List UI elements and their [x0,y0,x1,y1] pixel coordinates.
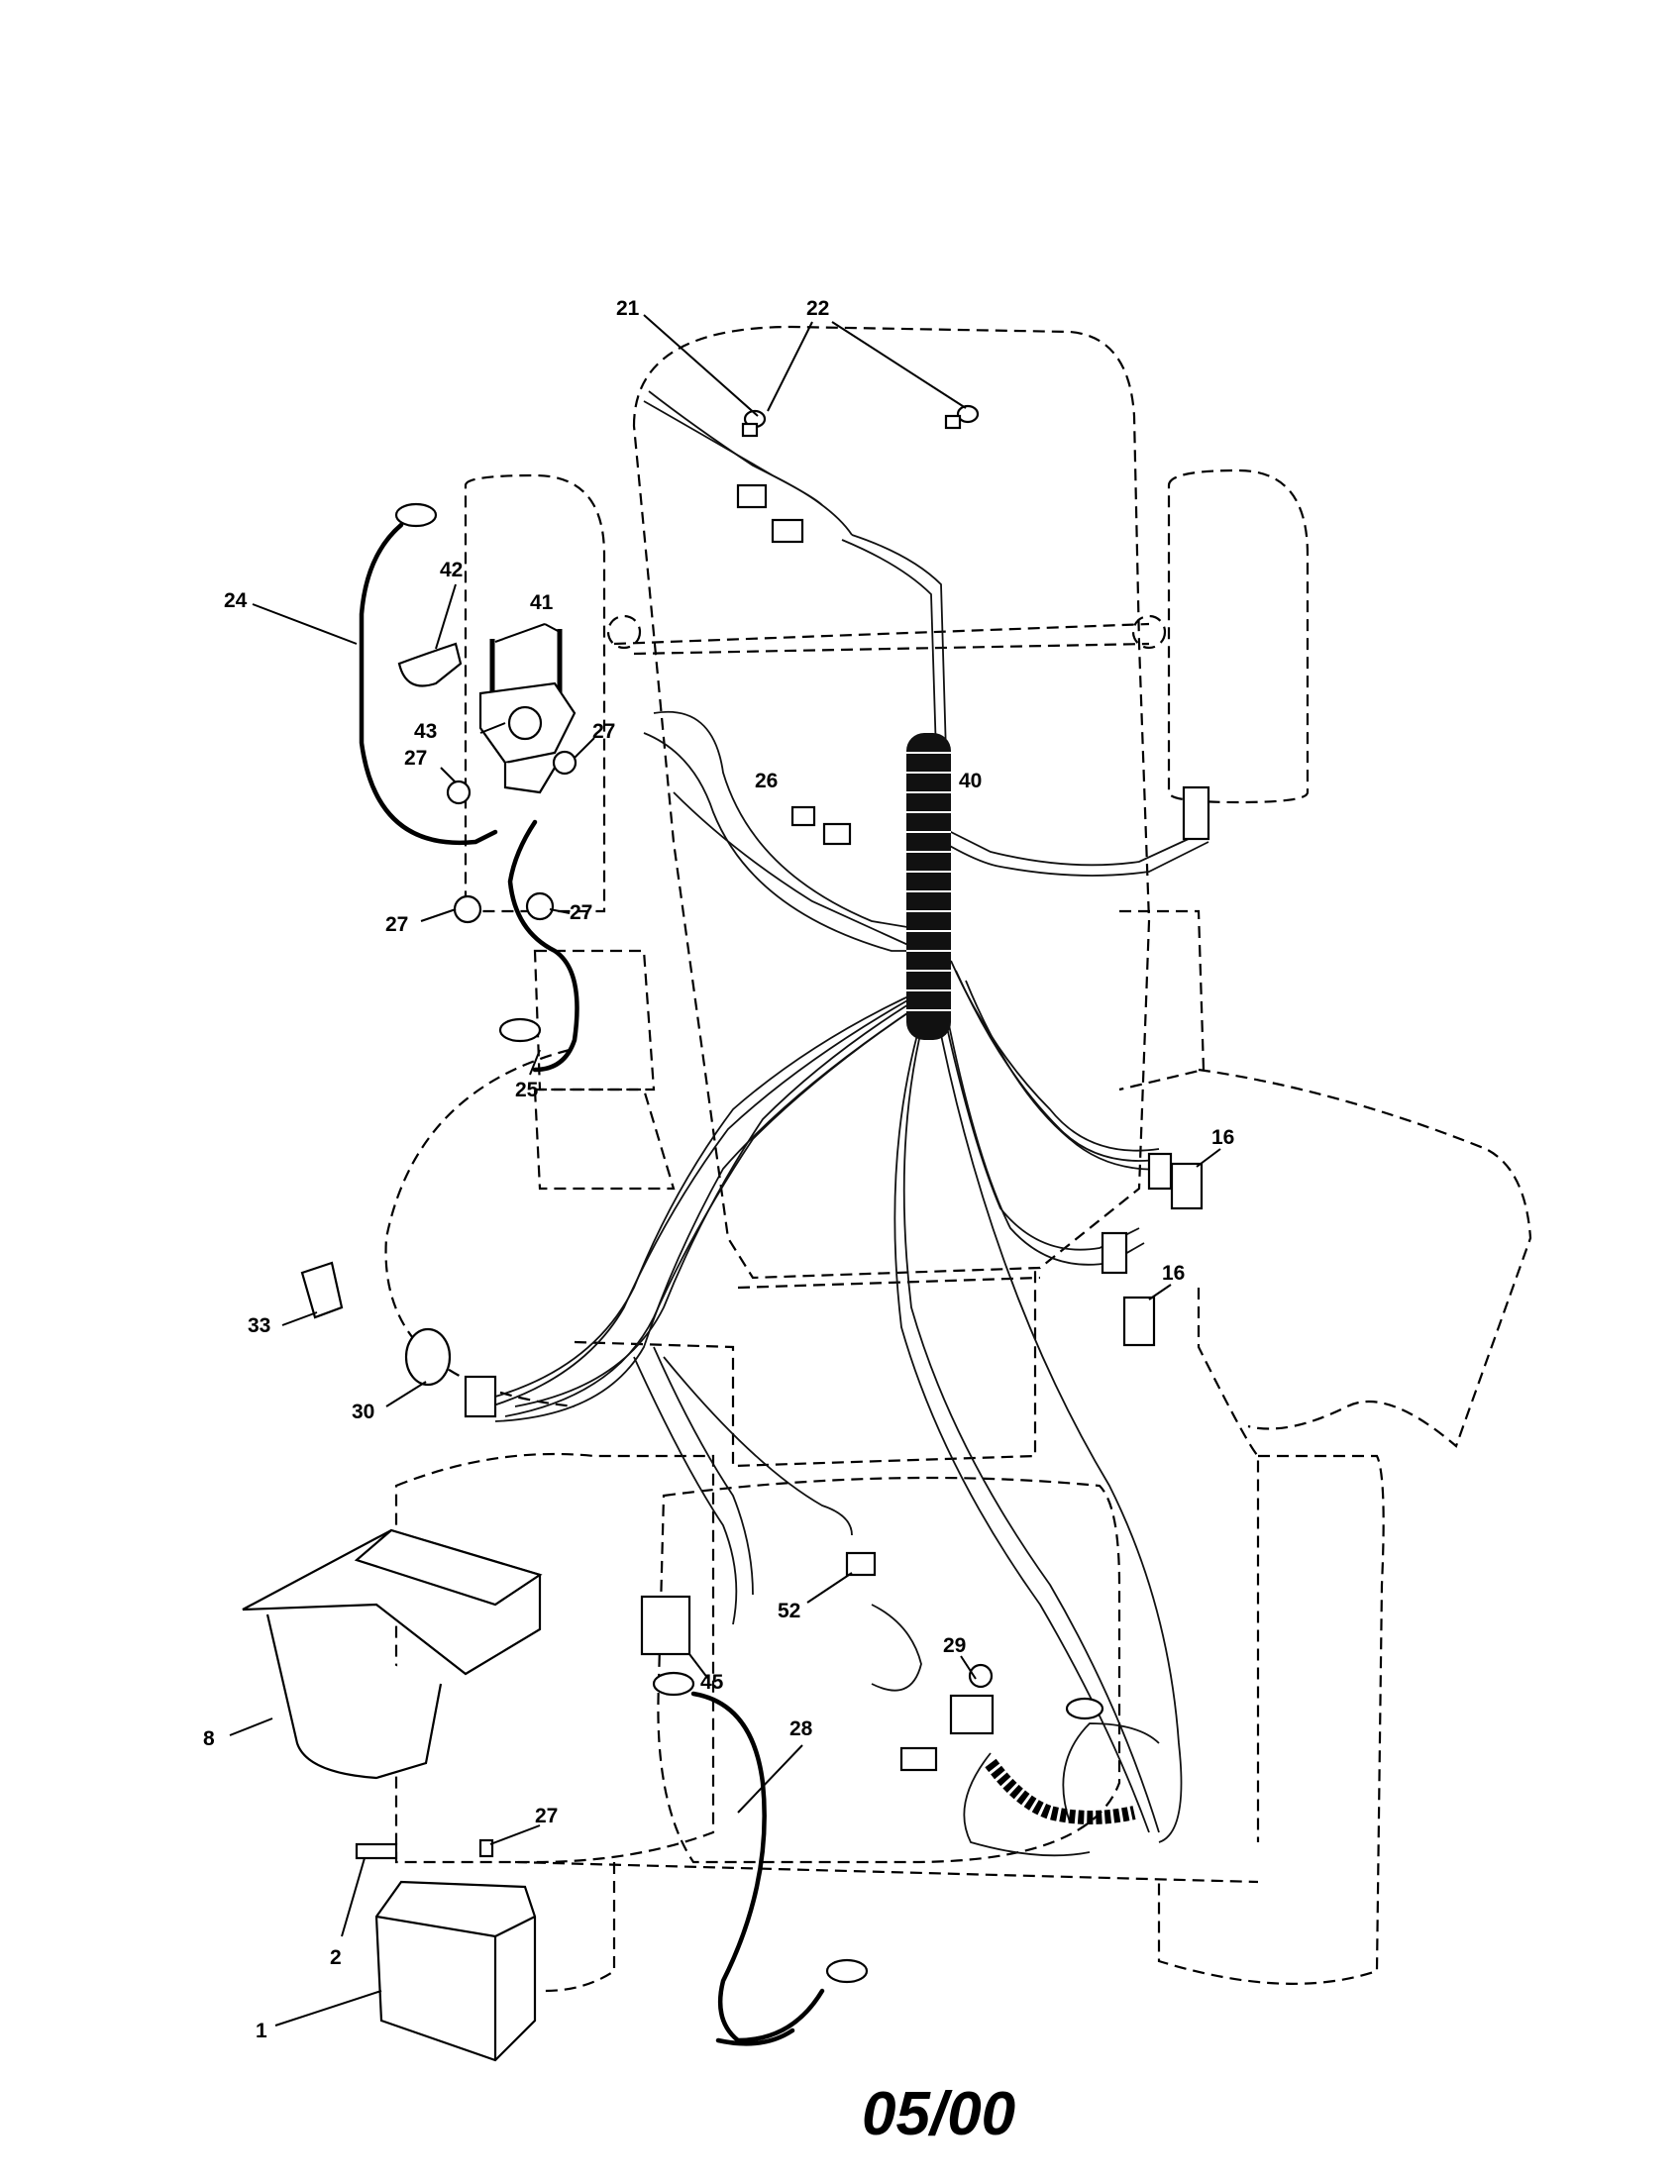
callout-42: 42 [440,559,463,581]
callout-27-right: 27 [592,720,615,743]
callout-2: 2 [330,1946,342,1969]
ignition-switch [404,1327,452,1387]
parts [242,404,1210,2062]
ring-terminal [652,1671,695,1697]
callout-27-lower-right: 27 [570,901,592,924]
callout-43: 43 [414,720,437,743]
harness-plug [736,483,768,509]
callout-25: 25 [515,1079,539,1101]
hex-nut [525,891,555,921]
callout-29: 29 [943,1634,966,1657]
hex-nut [552,750,578,776]
connector [1182,785,1210,841]
hex-nut [446,780,472,805]
ring-terminal [1065,1697,1104,1720]
callout-24: 24 [224,589,248,612]
battery-bolt [355,1842,398,1860]
callout-40: 40 [959,770,982,792]
callout-27-left: 27 [404,747,427,770]
callout-26: 26 [755,770,778,792]
callout-8: 8 [203,1727,215,1750]
ring-terminal [825,1958,869,1984]
battery [374,1880,537,2062]
hex-nut [478,1838,494,1858]
callout-30: 30 [352,1401,374,1423]
callout-27-lower-left: 27 [385,913,408,936]
callout-21: 21 [616,297,640,320]
switch-16a [1170,1162,1204,1210]
connector-52 [845,1551,877,1577]
callout-45: 45 [700,1671,724,1694]
callout-27-bottom: 27 [535,1805,558,1827]
connector-26a [790,805,816,827]
callout-1: 1 [256,2020,267,2042]
callout-52: 52 [778,1600,800,1622]
ring-terminal [498,1017,542,1043]
callout-22: 22 [806,297,829,320]
harness-plug [771,518,804,544]
callout-labels: 21 22 24 42 41 43 27 27 27 27 26 40 25 1… [203,297,1234,2042]
wire-loom [906,733,1136,1824]
callout-41: 41 [530,591,554,614]
callout-28: 28 [789,1717,813,1740]
callout-16-lower: 16 [1162,1262,1185,1285]
bulb [956,404,980,424]
callout-16-upper: 16 [1211,1126,1234,1149]
switch-29 [949,1694,995,1735]
ignition-key [300,1261,344,1319]
switch-16b [1122,1296,1156,1347]
main-wire-harness [489,390,1209,1857]
battery-cables [359,522,825,2046]
hex-nut [453,894,482,924]
callout-33: 33 [248,1314,270,1337]
ring-terminal [394,502,438,528]
control-module [640,1595,691,1656]
tractor-outline [384,325,1532,1993]
terminal-boot [397,642,463,687]
revision-code: 05/00 [862,2080,1015,2148]
connector-26b [822,822,852,846]
leader-lines [229,314,1221,2027]
